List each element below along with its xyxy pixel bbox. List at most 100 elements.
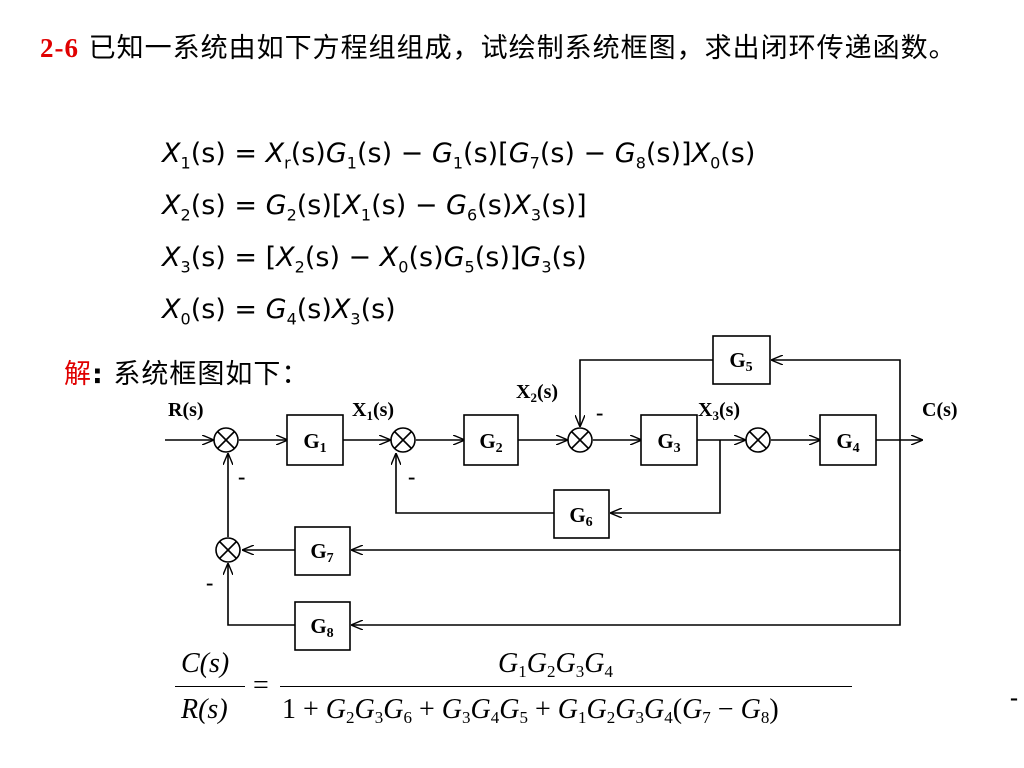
- formula-variable: G: [499, 694, 520, 725]
- signal-x2-label: X2(s): [516, 381, 558, 405]
- formula-text: (s): [720, 138, 756, 169]
- solution-text: 系统框图如下：: [103, 359, 310, 390]
- equation-lhs: X: [162, 138, 181, 169]
- formula-text: (s)]: [541, 190, 587, 221]
- formula-subscript: 8: [635, 153, 646, 173]
- block-g4: [819, 414, 877, 466]
- formula-subscript: 0: [398, 257, 409, 277]
- formula-equals: =: [253, 670, 269, 701]
- block-g3-label: G3: [657, 429, 680, 456]
- equation-2: X2(s) = G2(s)[X1(s) − G6(s)X3(s)]: [162, 184, 755, 236]
- equation-3: X3(s) = [X2(s) − X0(s)G5(s)]G3(s): [162, 236, 755, 288]
- block-g8: [294, 601, 351, 651]
- formula-variable: G: [431, 138, 453, 169]
- formula-text: (s) −: [356, 138, 432, 169]
- formula-subscript: 3: [350, 309, 361, 329]
- formula-text: (s)[: [296, 190, 343, 221]
- equation-lhs: X: [162, 294, 181, 325]
- problem-text: 已知一系统由如下方程组组成，试绘制系统框图，求出闭环传递函数。: [88, 33, 957, 64]
- formula-text: (s) =: [190, 294, 266, 325]
- equation-system: X1(s) = Xr(s)G1(s) − G1(s)[G7(s) − G8(s)…: [162, 132, 755, 340]
- formula-subscript: 6: [403, 708, 413, 727]
- signal-x3-label: X3(s): [698, 399, 740, 423]
- formula-rhs-numerator: G1G2G3G4: [498, 648, 613, 682]
- equation-4: X0(s) = G4(s)X3(s): [162, 288, 755, 340]
- formula-subscript: 3: [541, 257, 552, 277]
- block-g1: [286, 414, 344, 466]
- formula-subscript: 4: [286, 309, 297, 329]
- formula-subscript: 3: [374, 708, 384, 727]
- formula-variable: G: [555, 648, 576, 679]
- line-c-to-g7: [352, 440, 901, 550]
- formula-text: +: [412, 694, 442, 725]
- formula-subscript: 2: [546, 662, 556, 681]
- formula-variable: G: [584, 648, 605, 679]
- line-x3-to-g6: [611, 440, 721, 513]
- formula-subscript: 4: [490, 708, 500, 727]
- formula-subscript: 7: [702, 708, 711, 727]
- problem-statement: 2-6 已知一系统由如下方程组组成，试绘制系统框图，求出闭环传递函数。: [40, 30, 990, 67]
- formula-subscript: 3: [575, 662, 585, 681]
- formula-text: (s): [296, 294, 332, 325]
- formula-text: (s) −: [539, 138, 615, 169]
- formula-variable: X: [379, 242, 399, 273]
- formula-subscript: 2: [286, 205, 297, 225]
- minus-sign-sum3: -: [596, 400, 603, 425]
- solution-intro: 解: 系统框图如下：: [64, 352, 309, 391]
- formula-subscript: 2: [606, 708, 616, 727]
- formula-text: (s) −: [371, 190, 447, 221]
- formula-text: (s)]: [645, 138, 692, 169]
- block-g2: [463, 414, 519, 466]
- formula-text: (s)]: [474, 242, 521, 273]
- signal-c-label: C(s): [922, 399, 958, 421]
- formula-lhs-bar: [175, 686, 245, 687]
- formula-subscript: 4: [604, 662, 613, 681]
- formula-variable: X: [342, 190, 361, 221]
- formula-variable: X: [265, 138, 285, 169]
- minus-sign-sum2: -: [408, 464, 415, 489]
- formula-variable: G: [740, 694, 761, 725]
- formula-variable: X: [512, 190, 531, 221]
- equation-lhs: X: [162, 242, 181, 273]
- formula-text: −: [710, 694, 741, 725]
- equation-lhs-subscript: 1: [180, 153, 191, 173]
- formula-text: (s) =: [190, 138, 266, 169]
- formula-variable: G: [443, 242, 465, 273]
- formula-text: (s) −: [304, 242, 380, 273]
- formula-subscript: r: [284, 153, 291, 173]
- block-g1-label: G1: [303, 429, 326, 456]
- formula-text: (s) = [: [190, 242, 277, 273]
- formula-lhs-numerator: C(s): [181, 648, 230, 679]
- formula-variable: G: [557, 694, 579, 725]
- formula-rhs-denominator: 1 + G2G3G6 + G3G4G5 + G1G2G3G4(G7 − G8): [282, 694, 779, 728]
- formula-text: +: [528, 694, 558, 725]
- formula-subscript: 8: [760, 708, 770, 727]
- formula-subscript: 1: [452, 153, 464, 173]
- block-g4-label: G4: [836, 429, 859, 456]
- formula-subscript: 6: [466, 205, 478, 225]
- equation-1: X1(s) = Xr(s)G1(s) − G1(s)[G7(s) − G8(s)…: [162, 132, 755, 184]
- line-g5-to-sum3: [580, 359, 713, 426]
- formula-variable: G: [325, 138, 347, 169]
- block-g5-label: G5: [729, 348, 752, 375]
- formula-text: 1 +: [282, 694, 326, 725]
- formula-text: (s): [360, 294, 396, 325]
- formula-variable: G: [586, 694, 607, 725]
- formula-subscript: 1: [578, 708, 587, 727]
- formula-subscript: 0: [710, 153, 721, 173]
- line-c-to-g5: [772, 360, 901, 440]
- line-g8-to-sum5: [228, 564, 295, 626]
- formula-subscript: 3: [530, 205, 541, 225]
- formula-variable: G: [526, 648, 547, 679]
- formula-subscript: 2: [294, 257, 305, 277]
- block-g6-label: G6: [569, 503, 592, 530]
- formula-variable: X: [276, 242, 295, 273]
- formula-text: (s): [408, 242, 444, 273]
- solution-colon: :: [92, 359, 104, 390]
- formula-lhs-denominator: R(s): [181, 694, 228, 725]
- summing-junction-1: [213, 427, 239, 453]
- line-g6-to-sum2: [396, 454, 554, 514]
- formula-variable: G: [614, 138, 636, 169]
- minus-sign-sum5: -: [206, 570, 213, 595]
